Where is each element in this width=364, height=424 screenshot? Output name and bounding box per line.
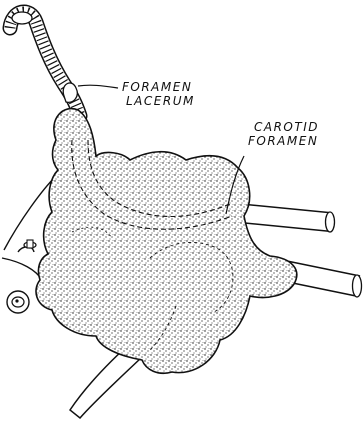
stippled-mass (36, 109, 297, 374)
label-carotid-foramen: CAROTID FORAMEN (254, 120, 319, 148)
label-carotid-foramen-line2: FORAMEN (248, 134, 319, 148)
label-carotid-foramen-line1: CAROTID (254, 120, 319, 134)
label-foramen-lacerum-line2: LACERUM (126, 94, 195, 108)
foramen-lacerum-leader (78, 85, 118, 88)
label-foramen-lacerum: FORAMEN LACERUM (122, 80, 195, 108)
small-pin (24, 240, 36, 248)
label-foramen-lacerum-line1: FORAMEN (122, 80, 195, 94)
ring-structure (7, 291, 29, 313)
foramen-lacerum-knot (63, 83, 77, 102)
